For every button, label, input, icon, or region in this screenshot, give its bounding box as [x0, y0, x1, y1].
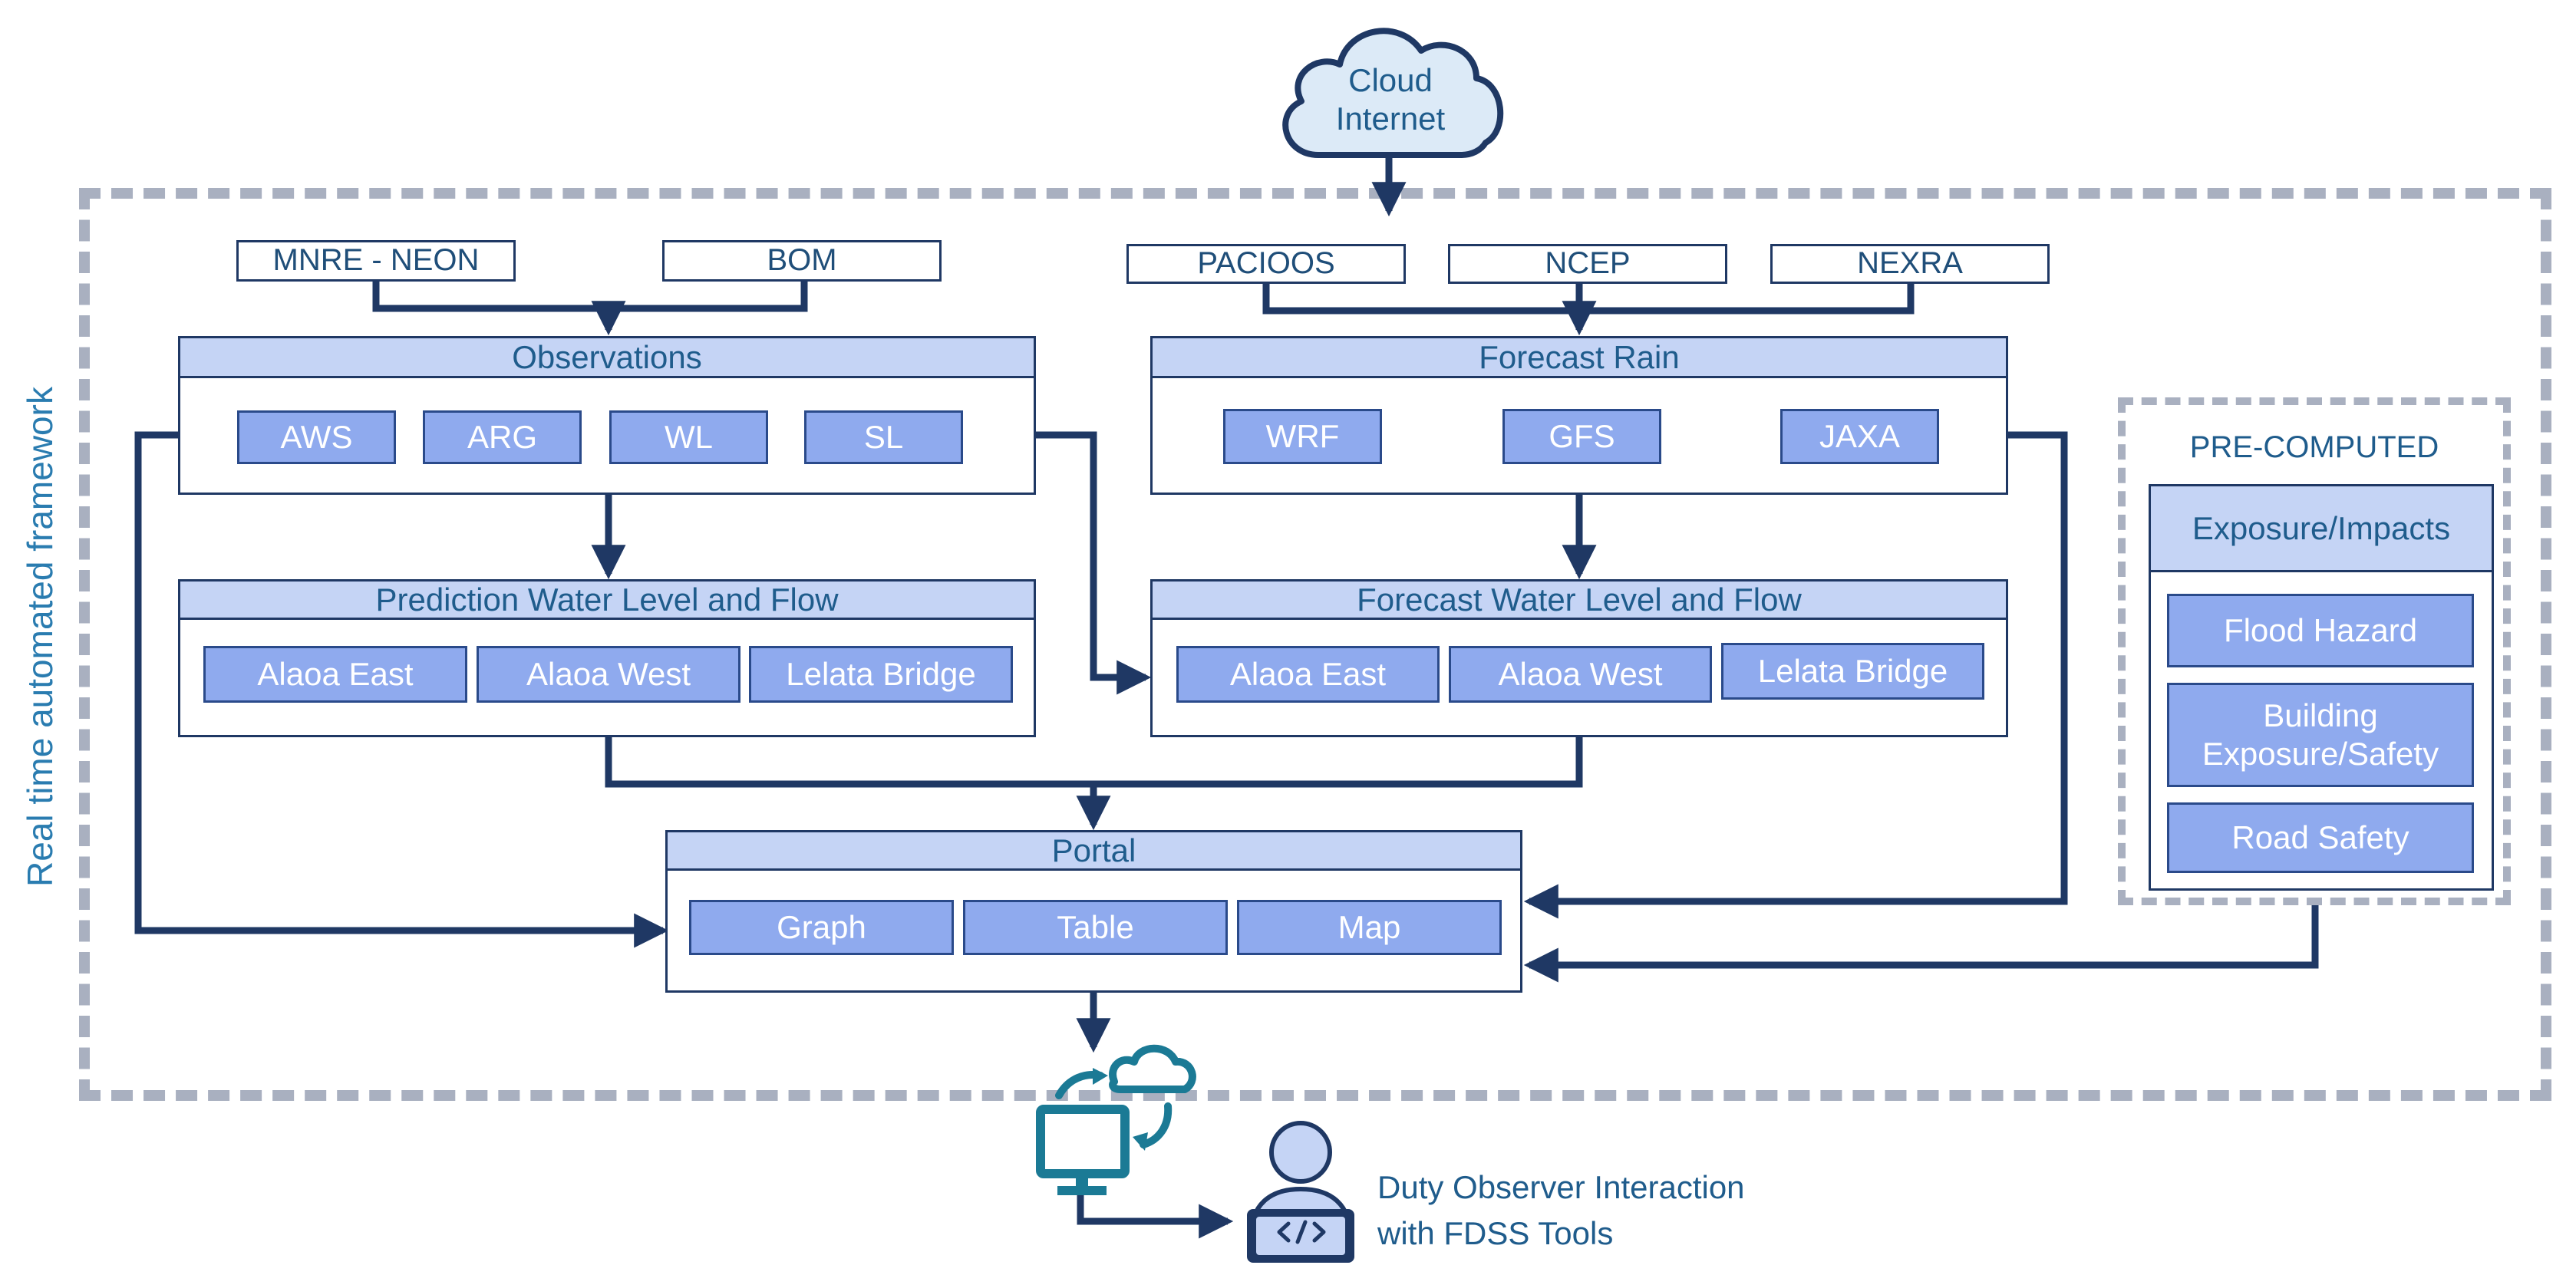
forecast-sources-connector	[1262, 282, 1915, 330]
rain-chip-wrf: WRF	[1223, 409, 1382, 464]
forecast-wl-title: Forecast Water Level and Flow	[1153, 581, 2006, 620]
obs-to-forecast-wl-arrow	[1034, 431, 1152, 695]
cloud-icon	[1282, 28, 1504, 158]
framework-boundary	[79, 188, 2551, 1101]
source-bom: BOM	[662, 240, 942, 282]
obs-chip-aws: AWS	[237, 410, 396, 464]
portal-chip-graph: Graph	[689, 900, 954, 955]
portal-chip-map: Map	[1237, 900, 1502, 955]
obs-chip-arg: ARG	[423, 410, 582, 464]
source-nexra: NEXRA	[1770, 244, 2050, 284]
cloud-label: Cloud Internet	[1295, 54, 1486, 146]
obs-to-portal-arrow	[134, 431, 669, 948]
exposure-impacts-title: Exposure/Impacts	[2151, 486, 2492, 572]
prediction-chip-alaoa-east: Alaoa East	[203, 646, 467, 703]
forecast-rain-title: Forecast Rain	[1153, 338, 2006, 378]
impact-chip-building-exposure: Building Exposure/Safety	[2167, 683, 2474, 787]
precomputed-group: PRE-COMPUTED Exposure/Impacts Flood Haza…	[2118, 397, 2511, 905]
cloud-label-line2: Internet	[1335, 100, 1446, 137]
precomputed-title: PRE-COMPUTED	[2189, 430, 2439, 465]
obs-chip-sl: SL	[804, 410, 963, 464]
prediction-panel: Prediction Water Level and Flow Alaoa Ea…	[178, 579, 1036, 737]
forecast-wl-chip-alaoa-east: Alaoa East	[1176, 646, 1440, 703]
observations-panel: Observations AWS ARG WL SL	[178, 336, 1036, 495]
duty-observer-line2: with FDSS Tools	[1377, 1215, 1614, 1251]
duty-observer-line1: Duty Observer Interaction	[1377, 1169, 1745, 1206]
portal-title: Portal	[668, 832, 1520, 871]
cloud-internet: Cloud Internet	[1265, 15, 1516, 163]
models-to-portal-connector	[605, 735, 1583, 825]
portal-chip-table: Table	[963, 900, 1228, 955]
obs-chip-wl: WL	[609, 410, 768, 464]
source-pacioos: PACIOOS	[1126, 244, 1406, 284]
prediction-chip-lelata-bridge: Lelata Bridge	[749, 646, 1013, 703]
source-mnre-neon: MNRE - NEON	[236, 240, 516, 282]
portal-panel: Portal Graph Table Map	[665, 830, 1522, 993]
forecast-wl-panel: Forecast Water Level and Flow Alaoa East…	[1150, 579, 2008, 737]
rain-chip-gfs: GFS	[1502, 409, 1661, 464]
impact-chip-building-line1: Building	[2263, 697, 2378, 734]
obs-sources-connector	[372, 282, 808, 330]
precomputed-to-portal-arrow	[1523, 903, 2319, 983]
forecast-rain-panel: Forecast Rain WRF GFS JAXA	[1150, 336, 2008, 495]
impact-chip-building-line2: Exposure/Safety	[2202, 736, 2439, 772]
forecast-wl-chip-alaoa-west: Alaoa West	[1449, 646, 1712, 703]
prediction-title: Prediction Water Level and Flow	[180, 581, 1034, 620]
monitor-sync-icon	[1036, 1044, 1196, 1195]
forecast-wl-chip-lelata-bridge: Lelata Bridge	[1721, 643, 1984, 700]
exposure-impacts-panel: Exposure/Impacts Flood Hazard Building E…	[2149, 484, 2494, 891]
user-laptop-icon	[1247, 1121, 1354, 1263]
impact-chip-road-safety: Road Safety	[2167, 802, 2474, 873]
prediction-chip-alaoa-west: Alaoa West	[477, 646, 740, 703]
rain-to-portal-arrow	[1523, 431, 2068, 919]
source-ncep: NCEP	[1448, 244, 1727, 284]
rain-chip-jaxa: JAXA	[1780, 409, 1939, 464]
impact-chip-flood-hazard: Flood Hazard	[2167, 594, 2474, 667]
code-icon	[1277, 1220, 1326, 1244]
observations-title: Observations	[180, 338, 1034, 378]
duty-observer-label: Duty Observer Interaction with FDSS Tool…	[1377, 1165, 1776, 1257]
cloud-label-line1: Cloud	[1348, 62, 1433, 99]
